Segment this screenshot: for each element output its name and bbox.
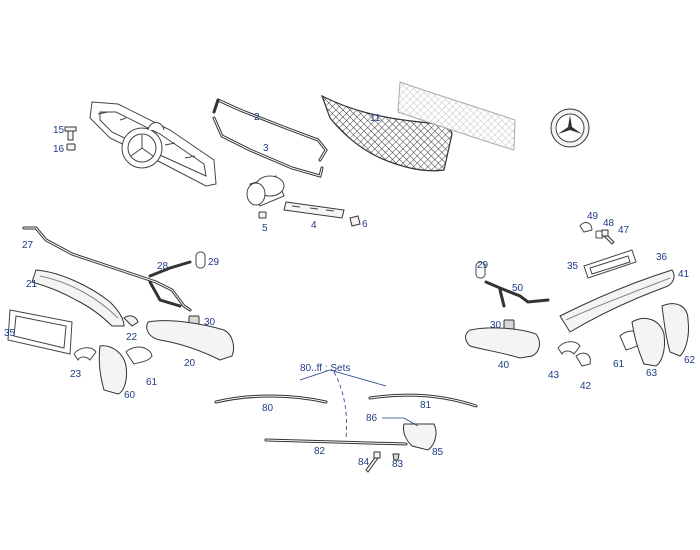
callout-61-left[interactable]: 61 <box>146 377 158 388</box>
callout-16[interactable]: 16 <box>53 144 65 155</box>
end-cap-part <box>403 423 437 451</box>
callout-63[interactable]: 63 <box>646 368 658 379</box>
callout-29-left[interactable]: 29 <box>208 257 220 268</box>
callout-61-right[interactable]: 61 <box>613 359 625 370</box>
rear-bumper-right-part <box>559 269 675 333</box>
bolt-bottom-part <box>365 451 381 473</box>
callout-11[interactable]: 11 <box>370 113 381 124</box>
callout-20[interactable]: 20 <box>184 358 196 369</box>
gasket-right-part <box>575 352 591 367</box>
callout-81[interactable]: 81 <box>420 400 432 411</box>
clip-right-part <box>579 222 593 233</box>
callout-21[interactable]: 21 <box>26 279 38 290</box>
lower-trim-strip-part <box>264 438 408 446</box>
bumper-guard-left-part <box>146 320 235 361</box>
callout-28[interactable]: 28 <box>157 261 169 272</box>
callout-62[interactable]: 62 <box>684 355 696 366</box>
callout-84[interactable]: 84 <box>358 457 370 468</box>
callout-42[interactable]: 42 <box>580 381 592 392</box>
mounting-bracket-left-part <box>148 260 192 308</box>
callout-43[interactable]: 43 <box>548 370 560 381</box>
callout-35-left[interactable]: 35 <box>4 328 16 339</box>
callout-80[interactable]: 80 <box>262 403 274 414</box>
sets-note: 80..ff : Sets <box>300 363 350 374</box>
callout-23[interactable]: 23 <box>70 369 82 380</box>
callout-29-right[interactable]: 29 <box>477 260 489 271</box>
bolt-part <box>64 126 77 141</box>
callout-15[interactable]: 15 <box>53 125 65 136</box>
callout-5[interactable]: 5 <box>262 223 268 234</box>
license-plate-right-part <box>583 249 637 279</box>
callout-40[interactable]: 40 <box>498 360 510 371</box>
callout-4[interactable]: 4 <box>311 220 317 231</box>
fender-guard-right-part <box>631 318 665 367</box>
rubber-grommet-left-part <box>195 251 206 269</box>
grille-frame-part <box>89 101 217 187</box>
callout-82[interactable]: 82 <box>314 446 326 457</box>
callout-30-right[interactable]: 30 <box>490 320 502 331</box>
grille-trim-upper-part <box>212 98 328 162</box>
bracket-small-left-part <box>123 315 139 327</box>
gasket-left-part <box>125 346 153 365</box>
callout-48[interactable]: 48 <box>603 218 615 229</box>
seal-right-part <box>557 341 581 355</box>
seal-left-part <box>73 347 97 361</box>
trim-strip-left-part <box>214 394 328 404</box>
callout-86[interactable]: 86 <box>366 413 378 424</box>
callout-50[interactable]: 50 <box>512 283 524 294</box>
mounting-bracket-right-part <box>484 280 550 308</box>
callout-27[interactable]: 27 <box>22 240 34 251</box>
grille-trim-lower-part <box>212 116 324 178</box>
bracket-strip-part <box>283 201 345 219</box>
callout-41[interactable]: 41 <box>678 269 690 280</box>
clip-part <box>349 215 361 227</box>
guide-lines <box>299 369 419 439</box>
mesh-grille-outline-part <box>397 81 516 151</box>
callout-6[interactable]: 6 <box>362 219 368 230</box>
trim-strip-right-part <box>368 393 478 408</box>
callout-83[interactable]: 83 <box>392 459 404 470</box>
callout-60[interactable]: 60 <box>124 390 136 401</box>
rear-fender-guard-right-part <box>661 303 689 357</box>
clip-bottom-part <box>392 453 400 461</box>
callout-3[interactable]: 3 <box>263 143 269 154</box>
nut-part <box>66 143 76 151</box>
small-nut-part <box>258 211 267 219</box>
rubber-grommet-right-part <box>475 261 486 279</box>
bumper-guard-right-part <box>465 327 540 359</box>
callout-49[interactable]: 49 <box>587 211 599 222</box>
emblem-part <box>550 108 590 148</box>
callout-2[interactable]: 2 <box>254 112 260 123</box>
mesh-grille-part <box>320 94 453 172</box>
fender-guard-left-part <box>98 345 127 395</box>
callout-35-right[interactable]: 35 <box>567 261 579 272</box>
callout-85[interactable]: 85 <box>432 447 444 458</box>
license-plate-left-part <box>7 309 73 355</box>
callout-labels: 15 16 2 3 11 5 4 6 27 28 29 21 35 30 22 … <box>4 112 696 470</box>
screw-right-part <box>601 229 615 245</box>
front-bumper-left-part <box>31 269 125 327</box>
chrome-ring-part <box>246 175 285 207</box>
callout-47[interactable]: 47 <box>618 225 630 236</box>
callout-36[interactable]: 36 <box>656 252 668 263</box>
bumper-bracket-left-part <box>22 226 192 312</box>
callout-30-left[interactable]: 30 <box>204 317 216 328</box>
callout-22[interactable]: 22 <box>126 332 138 343</box>
